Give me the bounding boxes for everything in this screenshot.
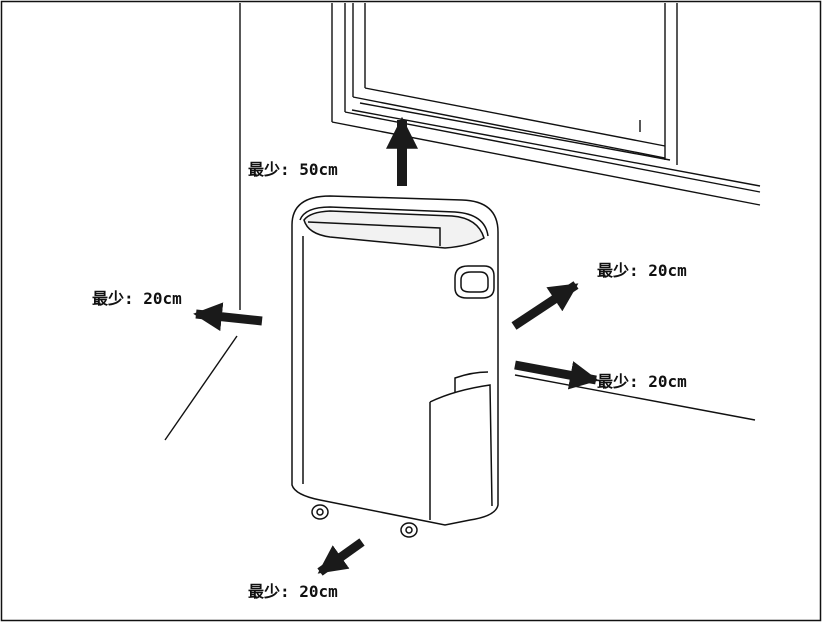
clearance-label-right-lower: 最少: 20cm (597, 372, 687, 391)
clearance-arrow-bottom-icon (317, 538, 365, 576)
clearance-label-bottom: 最少: 20cm (248, 582, 338, 601)
dehumidifier-unit-icon (291, 195, 499, 526)
caster-wheels (311, 504, 418, 538)
room-walls (164, 3, 756, 441)
window-frame-icon (331, 3, 761, 206)
clearance-label-right-upper: 最少: 20cm (597, 261, 687, 280)
clearance-arrows (193, 116, 599, 576)
clearance-label-left: 最少: 20cm (92, 289, 182, 308)
clearance-arrow-right-upper-icon (511, 281, 579, 330)
clearance-label-top: 最少: 50cm (248, 160, 338, 179)
clearance-arrow-left-icon (193, 302, 263, 332)
clearance-arrow-right-lower-icon (514, 360, 599, 390)
